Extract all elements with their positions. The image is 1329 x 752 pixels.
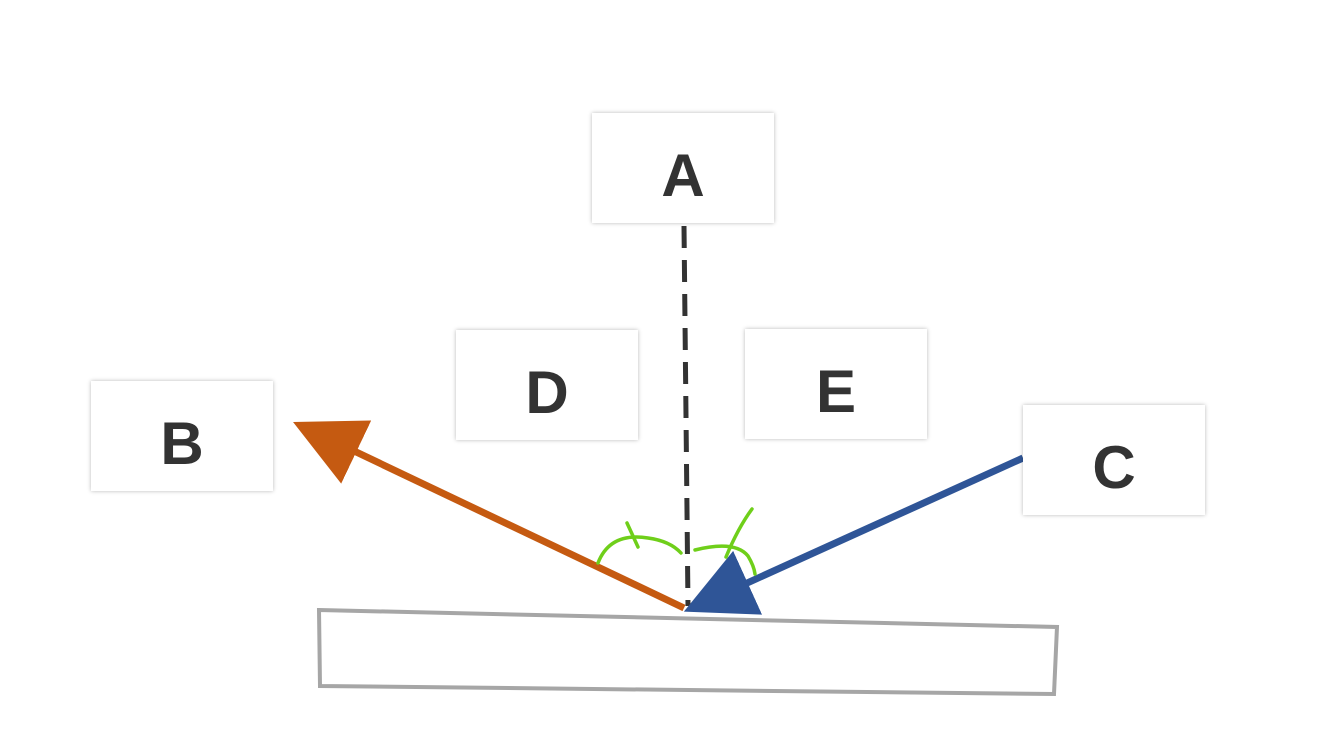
reflecting-surface xyxy=(316,607,1060,697)
label-box-b: B xyxy=(91,381,273,491)
reflected-ray xyxy=(293,420,686,612)
label-box-a: A xyxy=(592,113,774,223)
incidence-angle-arc xyxy=(693,544,757,576)
label-d-text: D xyxy=(525,358,569,426)
normal-line xyxy=(681,225,691,607)
label-c-text: C xyxy=(1092,433,1136,501)
label-b-text: B xyxy=(160,409,204,477)
label-box-c: C xyxy=(1023,405,1205,515)
label-box-d: D xyxy=(456,330,638,440)
label-box-e: E xyxy=(745,329,927,439)
reflection-angle-tick xyxy=(625,521,640,549)
label-a-text: A xyxy=(661,141,705,209)
reflection-angle-arc xyxy=(596,535,683,565)
incidence-angle-tick xyxy=(724,507,754,559)
incident-ray xyxy=(683,454,1025,615)
label-e-text: E xyxy=(815,357,857,425)
